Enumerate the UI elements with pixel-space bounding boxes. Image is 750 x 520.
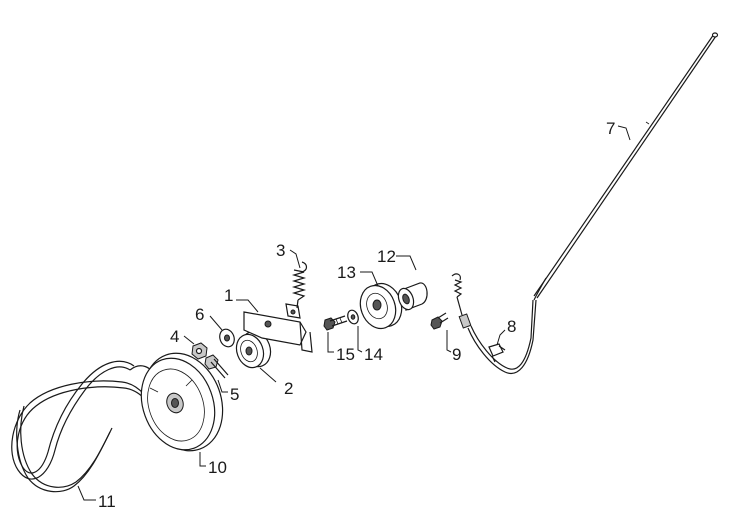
shoulder-bolt <box>204 354 229 379</box>
callout-13: 13 <box>337 263 356 282</box>
drive-belt <box>11 360 163 493</box>
flanged-pulley <box>359 282 403 330</box>
callout-8: 8 <box>507 317 516 336</box>
large-pulley <box>140 352 224 452</box>
callout-9: 9 <box>452 345 461 364</box>
small-washer <box>347 309 359 325</box>
callout-2: 2 <box>284 379 293 398</box>
callout-labels: 1 2 3 4 5 6 7 8 9 10 11 12 13 14 15 <box>98 119 615 511</box>
callout-leaders <box>77 125 631 501</box>
callout-11: 11 <box>98 492 116 511</box>
cable-clip <box>488 343 506 363</box>
callout-14: 14 <box>364 345 383 364</box>
hex-nut <box>191 342 208 360</box>
callout-3: 3 <box>276 241 285 260</box>
callout-12: 12 <box>377 247 396 266</box>
control-rod <box>533 32 719 299</box>
callout-15: 15 <box>336 345 355 364</box>
extension-spring <box>291 261 308 309</box>
flat-washer <box>219 328 235 348</box>
hex-bolt <box>323 315 348 331</box>
control-cable <box>451 273 547 374</box>
callout-6: 6 <box>195 305 204 324</box>
callout-1: 1 <box>224 286 233 305</box>
idler-bracket <box>243 303 313 353</box>
callout-4: 4 <box>170 327 179 346</box>
callout-5: 5 <box>230 385 239 404</box>
callout-10: 10 <box>208 458 227 477</box>
spacer-bushing <box>397 282 428 311</box>
callout-7: 7 <box>606 119 615 138</box>
idler-pulley <box>235 330 272 369</box>
cable-bolt <box>430 312 449 330</box>
